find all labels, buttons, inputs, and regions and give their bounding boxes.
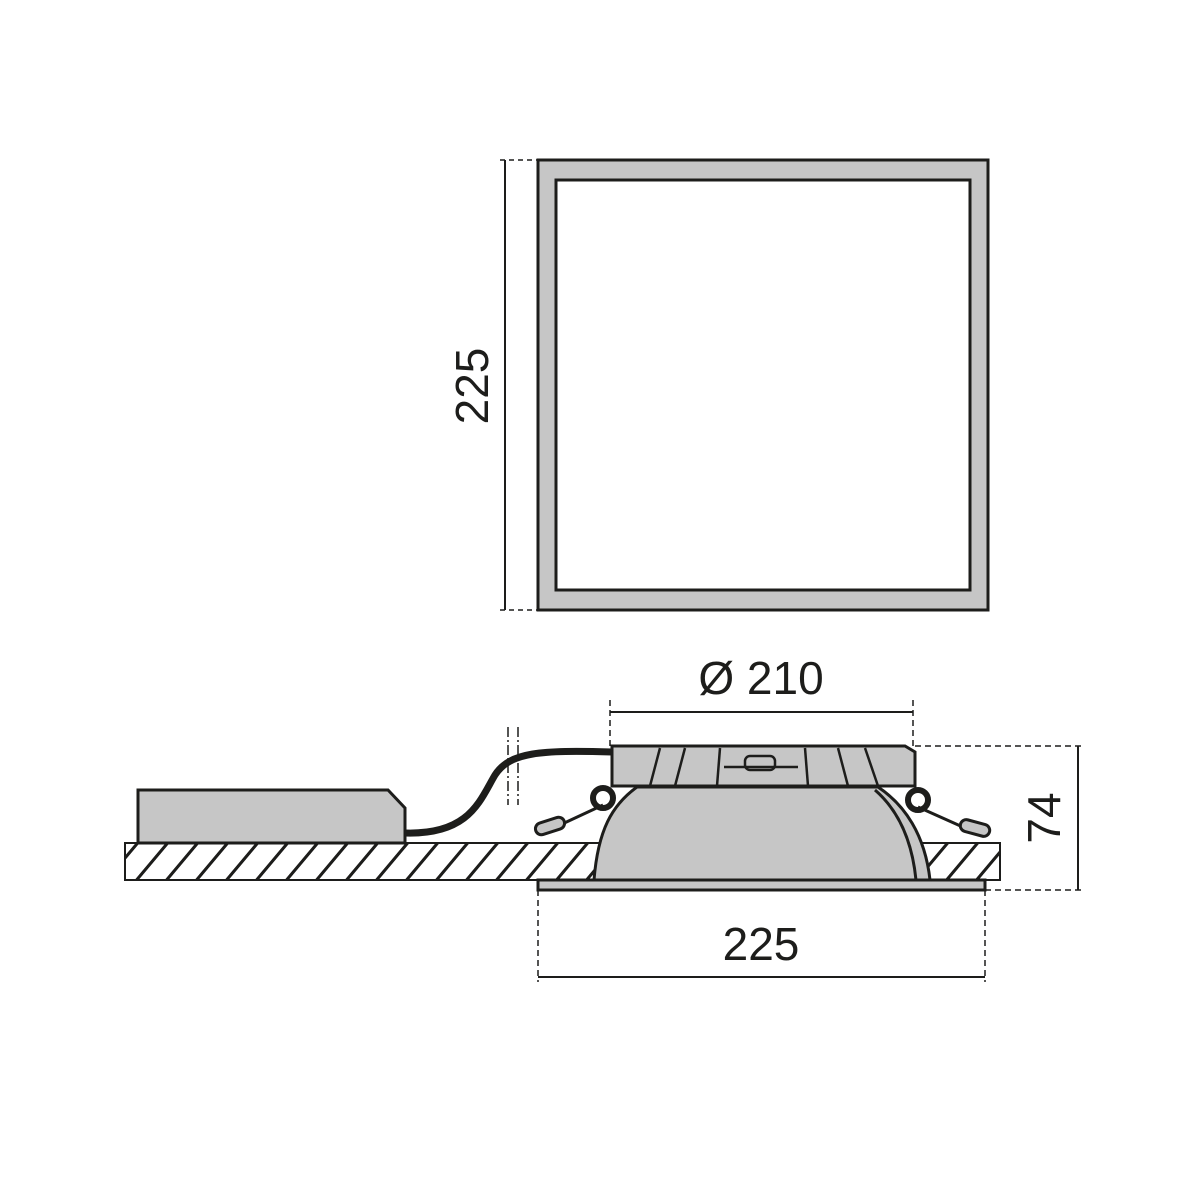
dimension-225-vertical: 225 <box>446 348 498 425</box>
frame-inner <box>554 178 972 592</box>
dimension-74: 74 <box>1018 792 1070 843</box>
driver-box <box>136 788 407 845</box>
cable <box>404 747 613 837</box>
ceiling-right <box>921 842 1001 881</box>
dimension-diameter-210: Ø 210 <box>698 652 823 704</box>
ceiling-left <box>124 842 601 881</box>
dimension-225-horizontal: 225 <box>723 918 800 970</box>
spring-clip-left <box>590 785 616 811</box>
reflector <box>592 785 932 882</box>
side-view: Ø 210 74 225 <box>124 652 1083 982</box>
top-view: 225 <box>446 158 990 612</box>
spring-clip-right <box>905 787 931 813</box>
